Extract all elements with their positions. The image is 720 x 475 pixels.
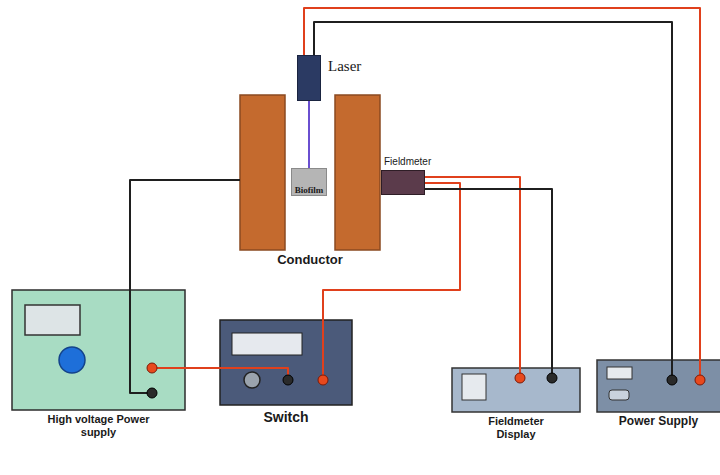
conductor-label: Conductor — [277, 253, 343, 268]
conductor-plate — [240, 95, 285, 250]
device-label: High voltage Power supply — [39, 413, 159, 438]
terminal-black — [147, 388, 157, 398]
terminal-red — [147, 363, 157, 373]
black-wire — [314, 22, 672, 380]
laser-box: Laser — [297, 55, 321, 101]
red-wire — [152, 368, 288, 380]
conductor-group: Conductor Biofilm — [240, 95, 380, 278]
fieldmeter-label: Fieldmeter — [384, 156, 431, 168]
power-supply-body — [12, 290, 185, 410]
device-label: Switch — [263, 409, 308, 425]
red-wire — [323, 183, 460, 380]
terminal-red — [515, 373, 525, 383]
red-wire — [304, 8, 700, 380]
device-label: Power Supply — [619, 415, 698, 429]
terminal-red — [318, 375, 328, 385]
conductor-plate — [335, 95, 380, 250]
laser-power-supply: Power Supply — [597, 360, 720, 412]
display-window — [607, 367, 632, 379]
device-label: Fieldmeter Display — [471, 415, 561, 440]
power-supply-body — [597, 360, 720, 412]
laser-beam — [308, 101, 310, 168]
high-voltage-supply: High voltage Power supply — [12, 290, 185, 410]
red-wire — [425, 177, 520, 378]
terminal-black — [667, 375, 677, 385]
terminal-black — [283, 375, 293, 385]
biofilm-label: Biofilm — [295, 185, 324, 195]
display-window — [462, 374, 486, 400]
display-window — [25, 305, 80, 335]
terminal-black — [547, 373, 557, 383]
control-button — [609, 390, 629, 400]
terminal-red — [695, 375, 705, 385]
fieldmeter-display: Fieldmeter Display — [452, 368, 580, 412]
switch-body — [220, 320, 352, 405]
control-knob — [59, 347, 85, 373]
black-wire — [425, 189, 552, 378]
laser-label: Laser — [328, 58, 361, 75]
biofilm-sample: Biofilm — [291, 168, 327, 196]
switch-unit: Switch — [220, 320, 352, 405]
display-window — [232, 333, 302, 355]
black-wire — [130, 180, 240, 393]
display-body — [452, 368, 580, 412]
fieldmeter-probe: Fieldmeter — [381, 170, 425, 195]
switch-knob — [244, 372, 260, 388]
